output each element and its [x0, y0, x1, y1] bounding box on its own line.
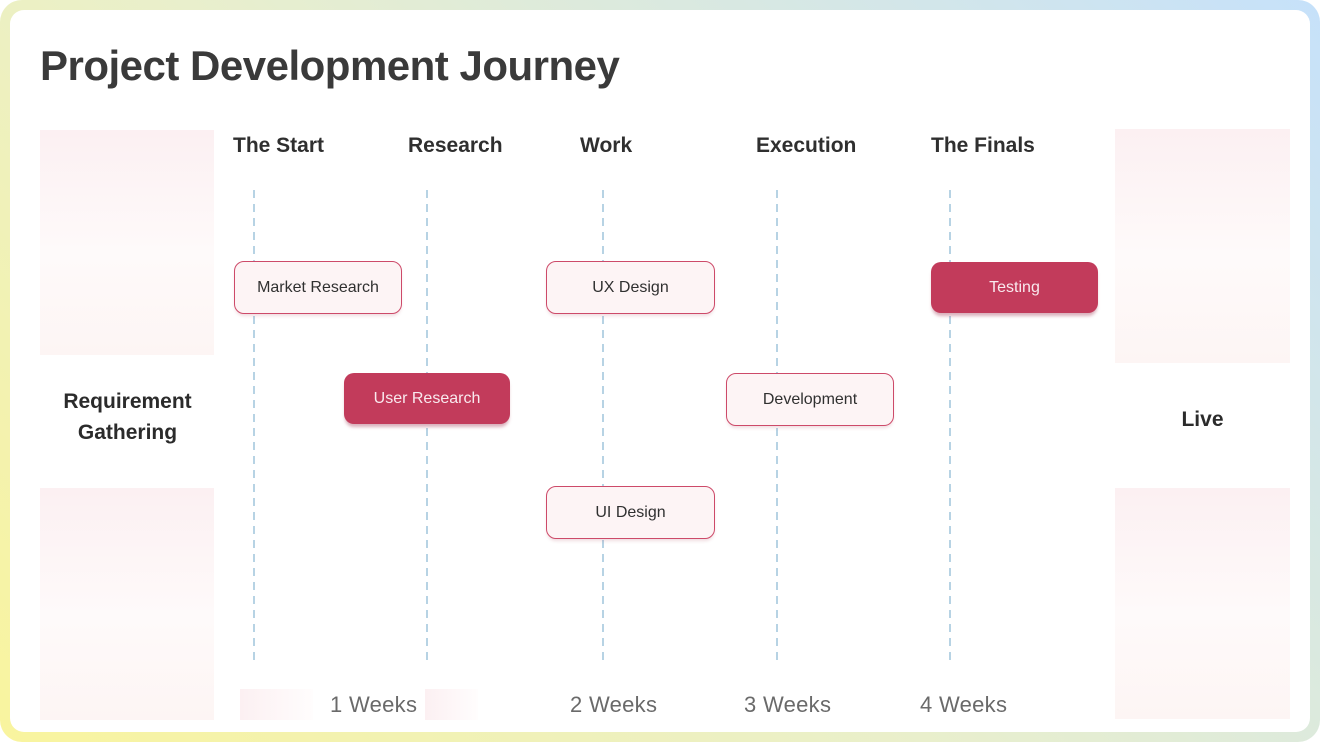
- decor-box-left-top: [40, 130, 214, 355]
- stage-dashed-line-2: [426, 190, 428, 662]
- stage-header-the-start: The Start: [233, 134, 325, 157]
- milestone-label-live: Live: [1181, 408, 1224, 431]
- task-card-ui-design: UI Design: [546, 486, 715, 539]
- decor-rect-week-right: [425, 689, 478, 720]
- milestone-label-requirement-gathering: Requirement Gathering: [63, 390, 192, 444]
- stage-header-execution: Execution: [756, 134, 857, 157]
- decor-box-right-bottom: [1115, 488, 1290, 719]
- stage-dashed-line-5: [949, 190, 951, 662]
- task-card-market-research: Market Research: [234, 261, 402, 314]
- stage-header-research: Research: [408, 134, 503, 157]
- stage-dashed-line-4: [776, 190, 778, 662]
- decor-box-right-top: [1115, 129, 1290, 363]
- stage-header-work: Work: [580, 134, 633, 157]
- stage-dashed-line-3: [602, 190, 604, 662]
- task-card-ux-design: UX Design: [546, 261, 715, 314]
- week-label-4: 4 Weeks: [920, 692, 1008, 717]
- week-label-3: 3 Weeks: [744, 692, 832, 717]
- task-card-development: Development: [726, 373, 894, 426]
- week-label-2: 2 Weeks: [570, 692, 658, 717]
- stage-header-the-finals: The Finals: [931, 134, 1035, 157]
- stage-dashed-line-1: [253, 190, 255, 662]
- task-card-user-research: User Research: [344, 373, 510, 424]
- decor-box-left-bottom: [40, 488, 214, 720]
- week-label-1: 1 Weeks: [330, 692, 418, 717]
- page-title: Project Development Journey: [40, 42, 620, 89]
- decor-rect-week-left: [240, 689, 313, 720]
- task-card-testing: Testing: [931, 262, 1098, 313]
- diagram-card: Project Development Journey The Start Re…: [10, 10, 1310, 732]
